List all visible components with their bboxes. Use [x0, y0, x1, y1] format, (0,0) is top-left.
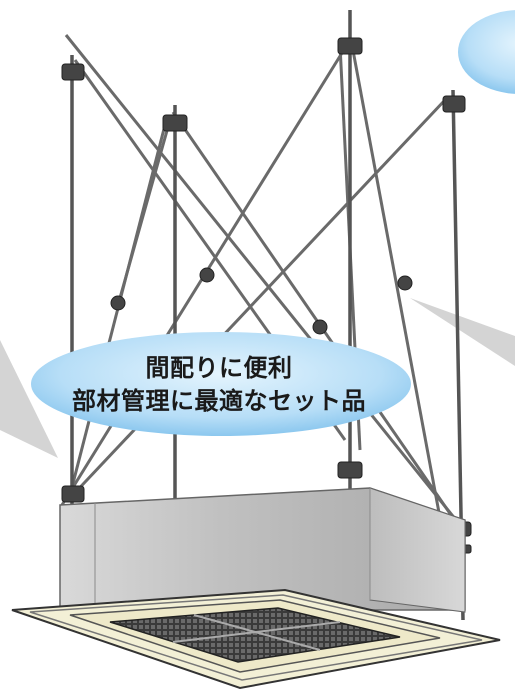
callout-text: 間配りに便利 部材管理に最適なセット品	[34, 352, 404, 418]
intake-grille	[109, 607, 401, 663]
left-pointer-wedge	[0, 340, 58, 458]
callout-line-1: 間配りに便利	[145, 354, 293, 382]
right-pointer-wedge	[410, 298, 515, 366]
callout-bubble	[31, 332, 411, 436]
top-right-bubble	[458, 10, 515, 94]
shroud-right-face	[369, 487, 466, 613]
callout-line-2: 部材管理に最適なセット品	[72, 387, 366, 415]
